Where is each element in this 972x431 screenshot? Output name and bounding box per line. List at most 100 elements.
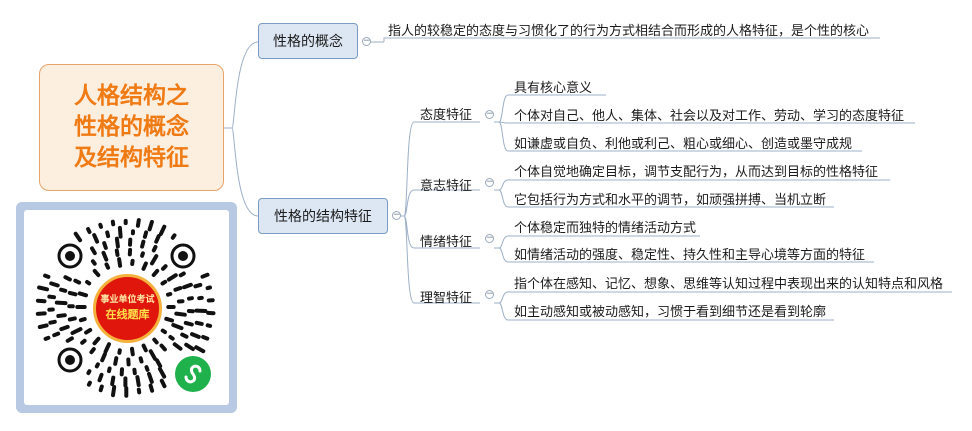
qr-code-card[interactable]: 事业单位考试 在线题库 [16, 202, 237, 413]
qr-dash [194, 320, 204, 326]
qr-dash [117, 257, 123, 268]
branch-will-label[interactable]: 意志特征 [420, 179, 473, 194]
connector-structure [398, 121, 415, 304]
qr-dash [63, 275, 72, 282]
branch-emotion-toggle[interactable]: − [485, 233, 494, 243]
root-line-1: 人格结构之 [74, 83, 189, 109]
qr-dash [190, 332, 201, 339]
connector-root [224, 41, 259, 217]
qr-dash [166, 273, 178, 282]
branch-emotion-label[interactable]: 情绪特征 [420, 235, 473, 250]
qr-dash [98, 384, 104, 393]
structure-node[interactable]: 性格的结构特征 [258, 198, 388, 234]
qr-dash [144, 365, 150, 372]
qr-dash [86, 369, 92, 376]
qr-dash [164, 316, 174, 323]
qr-badge-line-1: 事业单位考试 [100, 295, 155, 305]
qr-dash [114, 236, 120, 249]
branch-will-toggle[interactable]: − [485, 177, 494, 187]
qr-dash [43, 335, 51, 341]
qr-dash [135, 218, 141, 228]
concept-node[interactable]: 性格的概念 [258, 23, 358, 59]
qr-dash [113, 356, 119, 366]
qr-dash [104, 262, 111, 270]
qr-dash [90, 259, 97, 266]
qr-dash [150, 254, 159, 266]
qr-dash [160, 279, 168, 286]
qr-dash [59, 324, 70, 332]
branch-intellect-toggle[interactable]: − [485, 289, 494, 299]
qr-code: 事业单位考试 在线题库 [24, 210, 229, 405]
qr-dash [141, 343, 148, 353]
intellect-item-1: 指个体在感知、记忆、想象、思维等认知过程中表现出来的认知特点和风格 [514, 277, 944, 292]
qr-dash [141, 261, 148, 271]
qr-dash [102, 241, 108, 250]
qr-dash [49, 281, 60, 288]
emotion-item-2: 如情绪活动的强度、稳定性、持久性和主导心境等方面的特征 [514, 248, 866, 263]
root-line-2: 性格的概念 [74, 114, 189, 140]
qr-dash [67, 316, 77, 322]
qr-dash [151, 268, 160, 277]
qr-dash [54, 300, 68, 306]
attitude-item-3: 如谦虚或自负、利他或利己、粗心或细心、创造或墨守成规 [514, 137, 853, 152]
qr-dash [94, 362, 100, 369]
qr-dash [37, 323, 49, 329]
branch-attitude-toggle[interactable]: − [485, 109, 494, 119]
qr-dash [101, 250, 109, 262]
qr-dash [130, 346, 135, 357]
branch-attitude-label[interactable]: 态度特征 [420, 108, 473, 123]
qr-dash [70, 327, 83, 335]
qr-dash [90, 246, 97, 256]
qr-dash [138, 356, 144, 364]
qr-dash [155, 358, 163, 369]
qr-dash [59, 287, 68, 293]
qr-dash [205, 323, 213, 328]
qr-dash [148, 383, 155, 393]
concept-label: 性格的概念 [273, 34, 343, 50]
qr-dash [43, 273, 51, 279]
qr-dash [84, 328, 93, 335]
qr-dash [86, 380, 92, 387]
qr-dash [159, 378, 167, 389]
qr-dash [103, 342, 111, 354]
structure-collapse-toggle[interactable]: − [392, 210, 401, 220]
qr-dash [105, 230, 111, 239]
concept-collapse-toggle[interactable]: − [362, 36, 371, 46]
qr-dash [201, 335, 210, 341]
will-item-2: 它包括行为方式和水平的调节，如顽强拼搏、当机立断 [514, 193, 827, 208]
qr-dash [151, 244, 158, 253]
qr-badge-line-2: 在线题库 [105, 308, 150, 321]
branch-intellect-label[interactable]: 理智特征 [420, 291, 473, 306]
qr-dash [174, 311, 187, 317]
qr-dash [154, 234, 161, 244]
qr-dash [85, 280, 92, 286]
attitude-item-2: 个体对自己、他人、集体、社会以及对工作、劳动、学习的态度特征 [514, 109, 905, 124]
qr-dash [92, 268, 101, 278]
qr-dash [107, 366, 112, 374]
qr-dash [166, 292, 173, 297]
qr-dash [147, 219, 154, 232]
qr-dash [205, 285, 212, 291]
qr-dash [35, 311, 47, 316]
intellect-item-2: 如主动感知或被动感知，习惯于看到细节还是看到轮廓 [514, 305, 827, 320]
qr-dash [140, 251, 145, 258]
qr-dash [173, 286, 183, 292]
qr-dash [183, 320, 194, 327]
qr-dash [92, 336, 101, 346]
structure-label: 性格的结构特征 [274, 209, 372, 225]
connector-attitude [494, 94, 509, 152]
qr-dash [67, 290, 78, 297]
qr-dash [110, 375, 116, 386]
qr-dash [142, 230, 149, 239]
qr-dash [97, 372, 104, 383]
qr-dash [117, 225, 123, 239]
qr-dash [184, 342, 195, 351]
root-node[interactable]: 人格结构之 性格的概念 及结构特征 [39, 64, 224, 191]
qr-dash [161, 264, 168, 271]
qr-dash [89, 347, 96, 355]
qr-dash [159, 343, 167, 352]
qr-dash [98, 222, 103, 229]
qr-dash [178, 271, 186, 278]
